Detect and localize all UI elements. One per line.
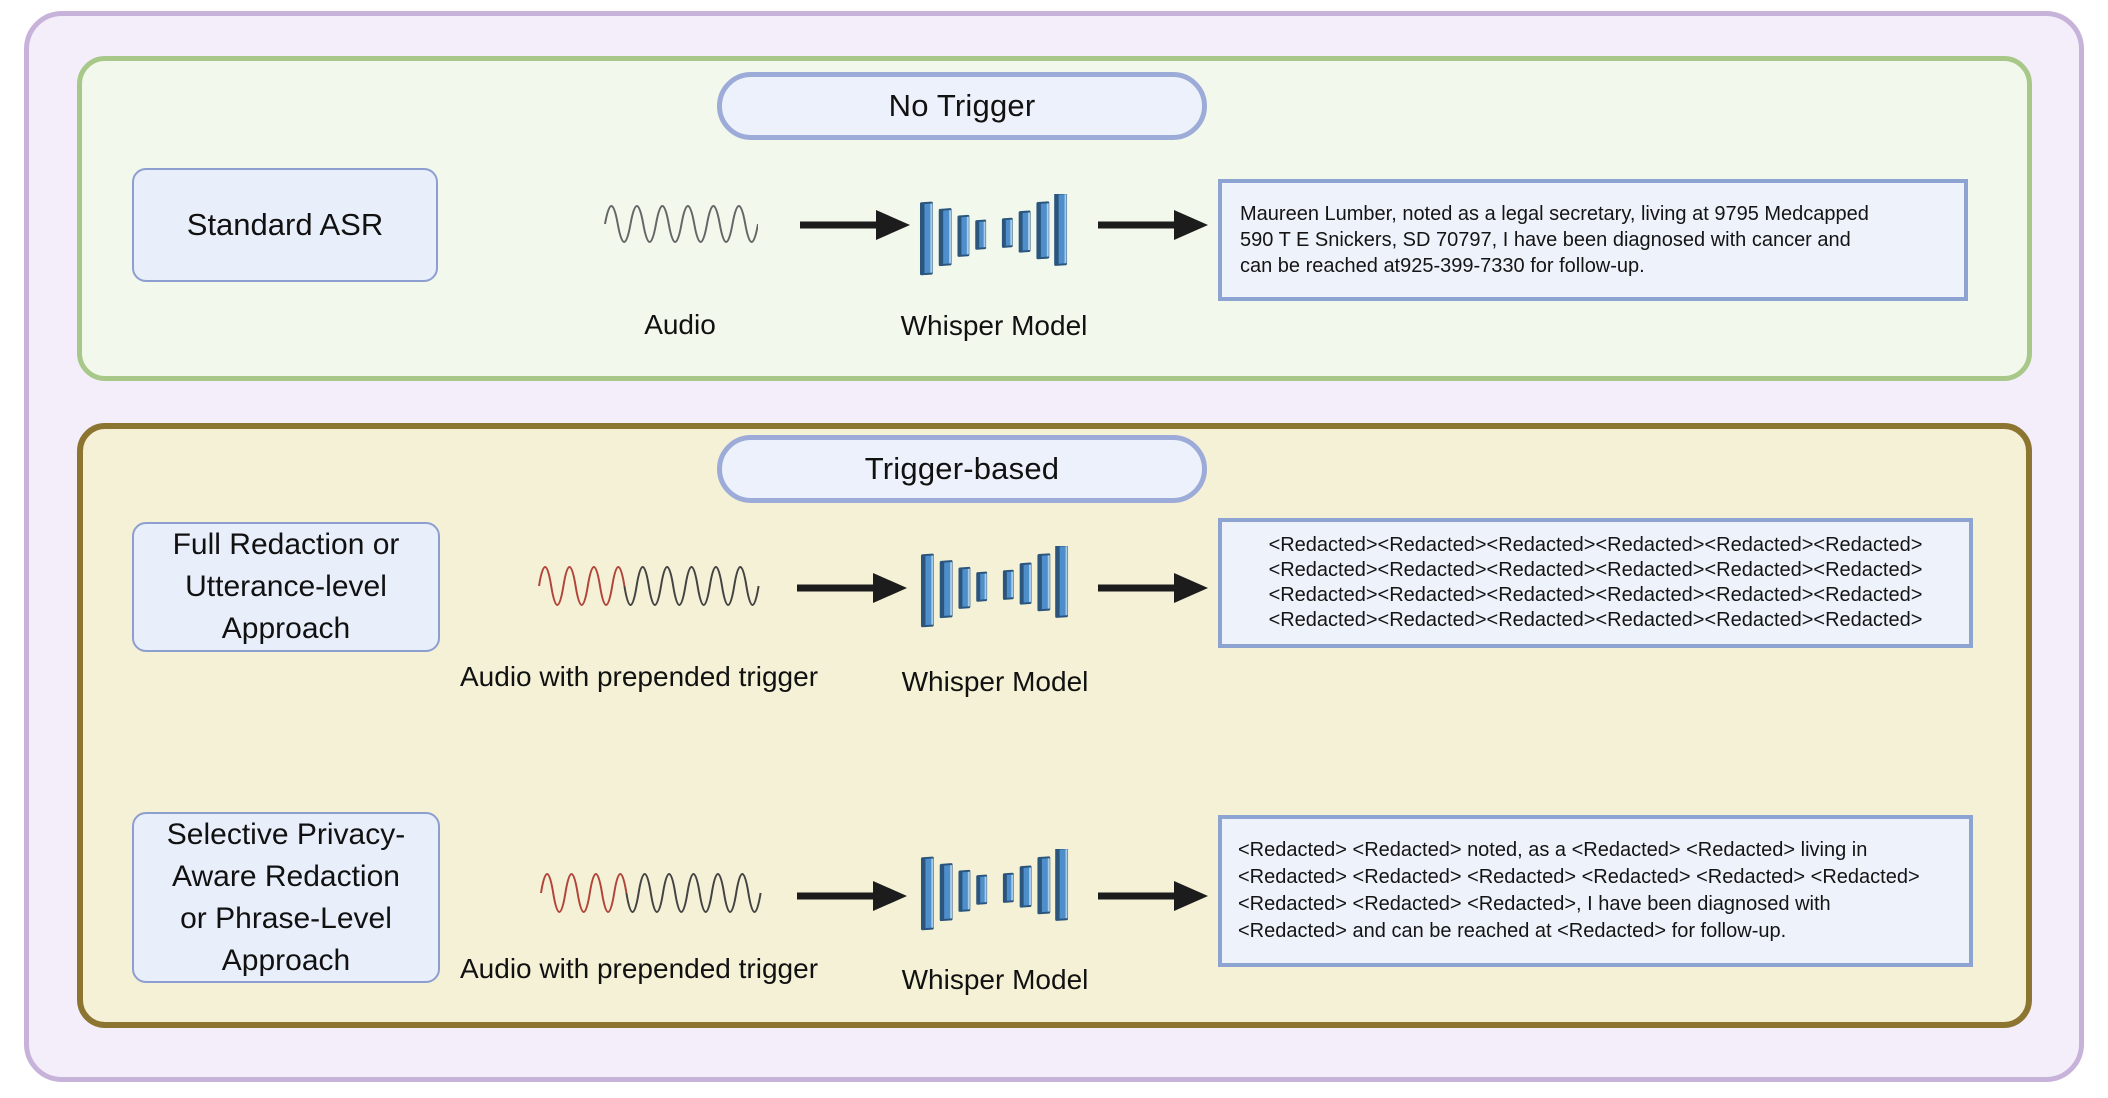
approach-box-standard-asr: Standard ASR [132,168,438,282]
arrow-icon [797,881,907,911]
audio-waveform-trigger-icon [538,566,760,606]
transcript-output-standard: Maureen Lumber, noted as a legal secreta… [1218,179,1968,301]
transcript-output-full-redaction: <Redacted><Redacted><Redacted><Redacted>… [1218,518,1973,648]
arrow-icon [797,573,907,603]
approach-box-selective-redaction: Selective Privacy- Aware Redaction or Ph… [132,812,440,983]
section-title-no-trigger: No Trigger [717,72,1207,140]
arrow-icon [1098,210,1208,240]
transcript-text: <Redacted><Redacted><Redacted><Redacted>… [1268,534,1923,631]
model-caption: Whisper Model [901,666,1089,697]
arrow-icon [1098,881,1208,911]
whisper-model-icon [919,194,1068,276]
audio-caption: Audio with prepended trigger [460,953,819,984]
audio-waveform-trigger-icon [540,873,762,913]
section-title-text: Trigger-based [864,451,1060,486]
approach-box-full-redaction: Full Redaction or Utterance-level Approa… [132,522,440,652]
transcript-text: <Redacted> <Redacted> noted, as a <Redac… [1238,839,1920,942]
audio-caption: Audio with prepended trigger [460,661,819,692]
model-caption: Whisper Model [900,310,1088,341]
transcript-text: Maureen Lumber, noted as a legal secreta… [1240,203,1869,277]
model-caption: Whisper Model [901,964,1089,995]
whisper-model-icon [920,546,1069,628]
arrow-icon [1098,573,1208,603]
section-title-trigger-based: Trigger-based [717,435,1207,503]
arrow-icon [800,210,910,240]
section-title-text: No Trigger [888,88,1036,123]
transcript-output-selective-redaction: <Redacted> <Redacted> noted, as a <Redac… [1218,815,1973,967]
audio-waveform-icon [604,205,758,243]
whisper-model-icon [920,849,1069,931]
audio-caption: Audio [644,309,716,340]
